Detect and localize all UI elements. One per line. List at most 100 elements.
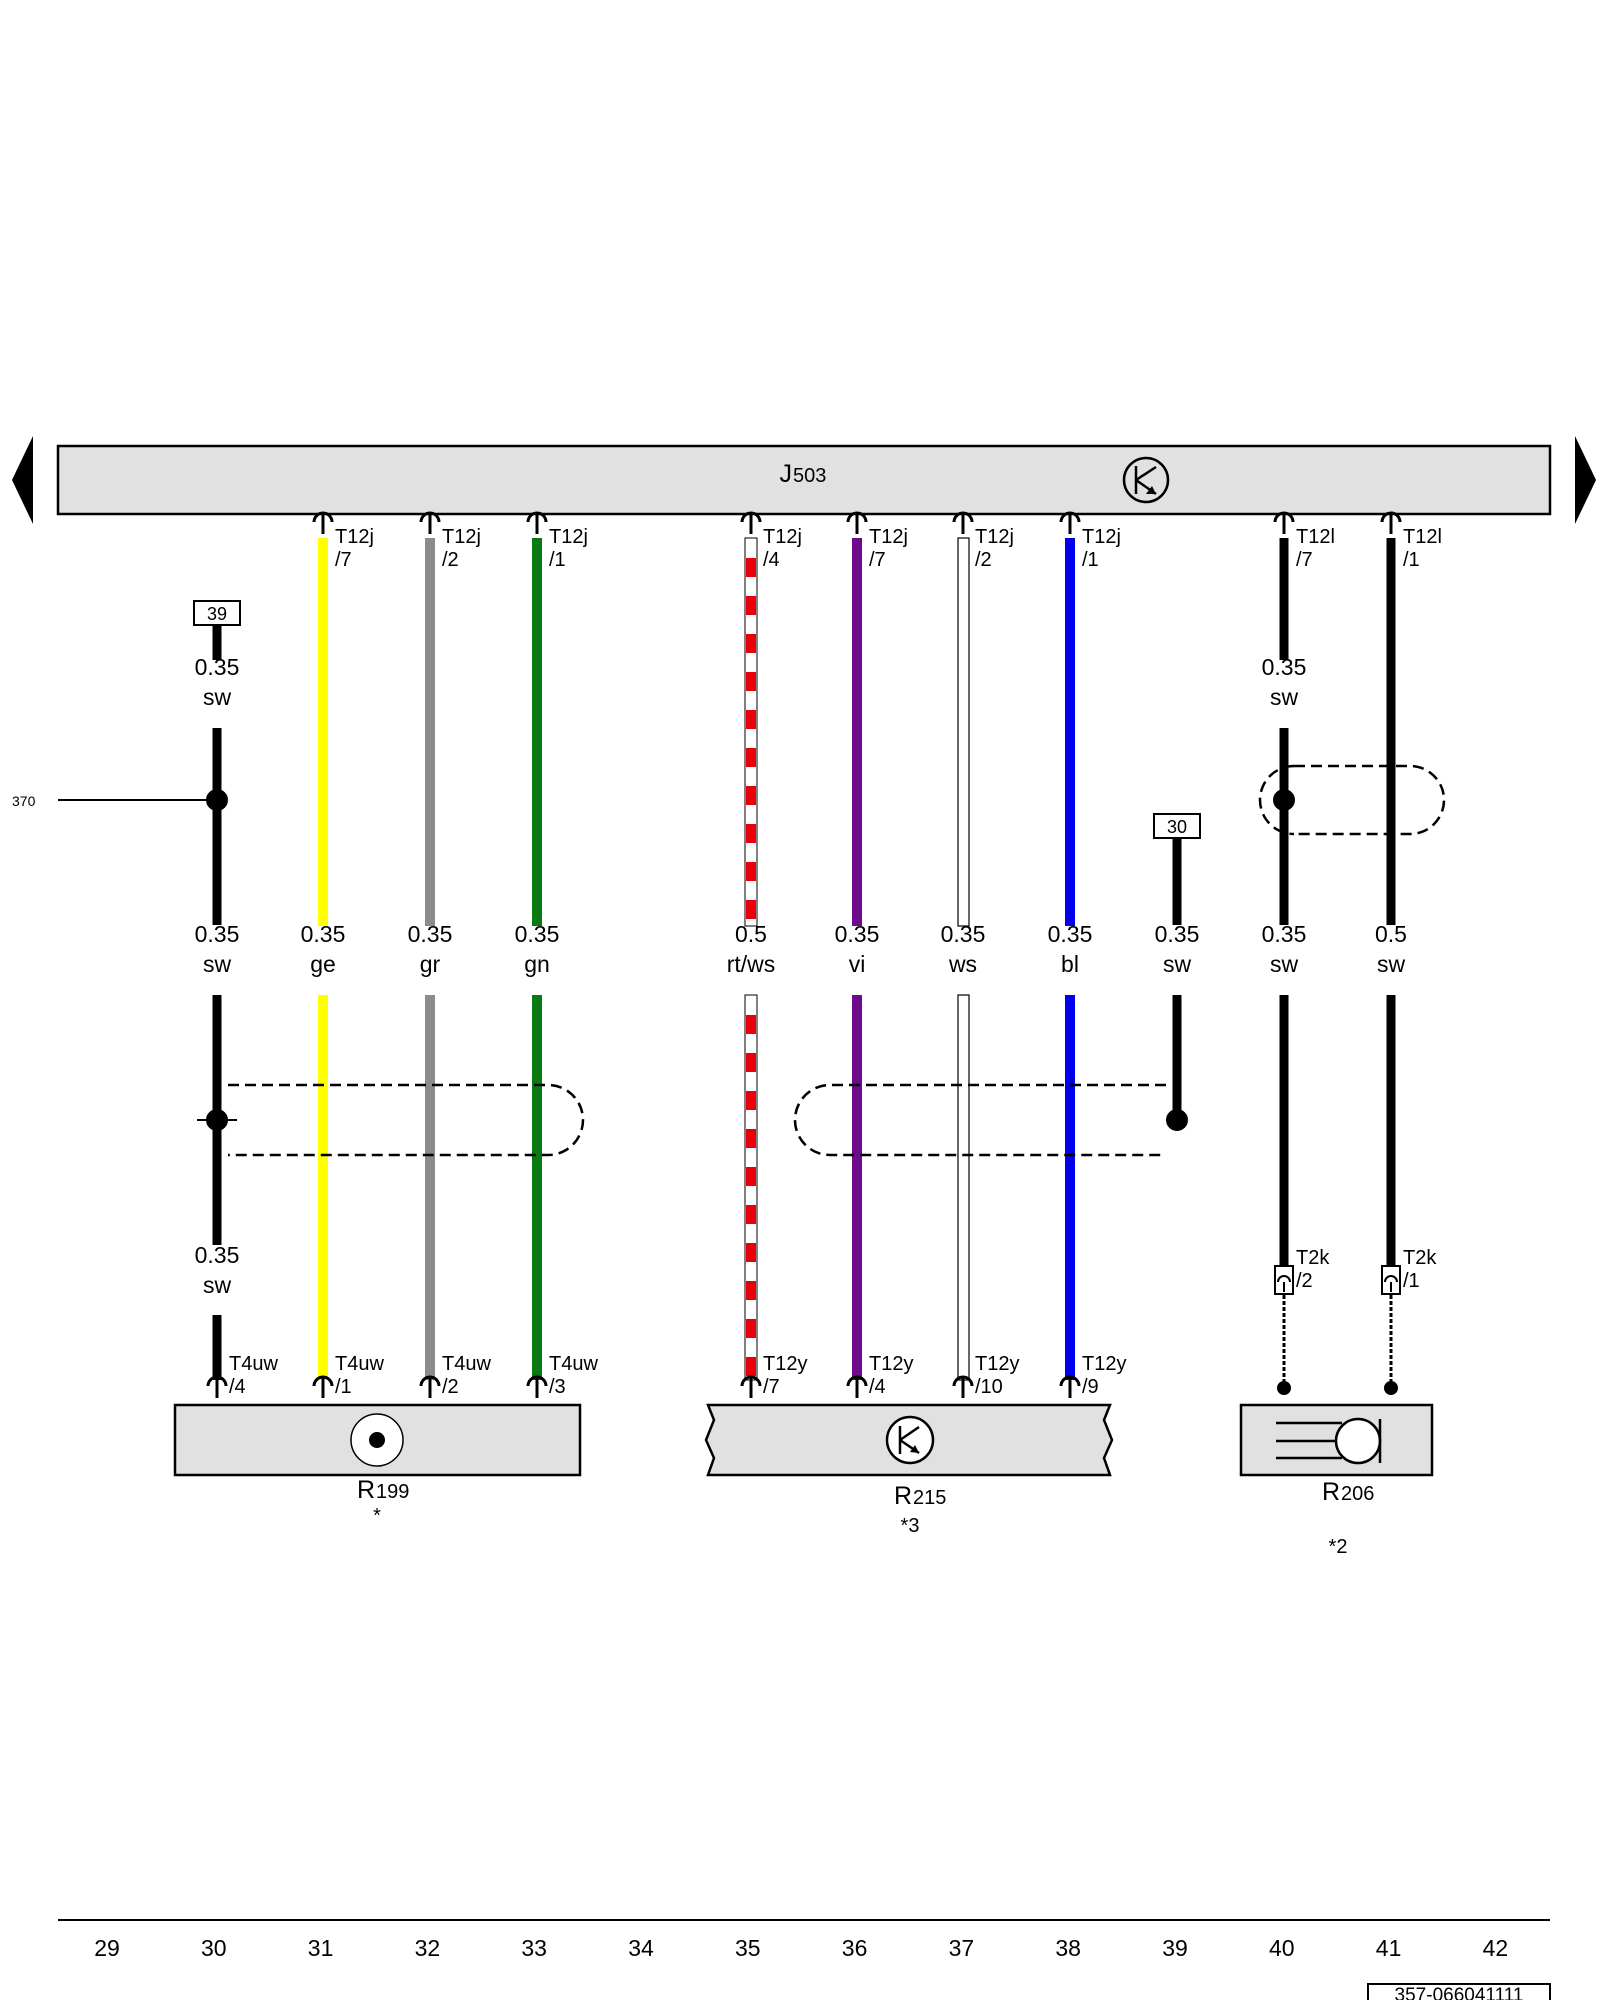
- wire-31[interactable]: [318, 538, 328, 1380]
- red-stripe: [746, 862, 756, 881]
- wire-color-label: sw: [1270, 684, 1299, 710]
- svg-text:357-066041111: 357-066041111: [1395, 1985, 1524, 2000]
- red-stripe: [746, 900, 756, 919]
- wire-size-label: 0.35: [835, 921, 880, 947]
- terminal-39: 39: [193, 600, 241, 626]
- connector-name: T12j: [975, 526, 1014, 548]
- t2k-plug-2: [1274, 1265, 1294, 1295]
- red-stripe: [746, 1091, 756, 1110]
- module-r215[interactable]: R 215 *3: [704, 1403, 1114, 1537]
- connector-name: T2k: [1296, 1247, 1330, 1269]
- top-connector-hooks: [312, 511, 1402, 534]
- wire-size-label: 0.35: [1262, 654, 1307, 680]
- connector-pin: /1: [549, 549, 566, 571]
- wire-color-label: sw: [1377, 951, 1406, 977]
- column-number: 29: [94, 1935, 120, 1961]
- column-number: 31: [308, 1935, 334, 1961]
- wire-size-label: 0.35: [1262, 921, 1307, 947]
- module-r199[interactable]: R 199 *: [173, 1403, 582, 1527]
- connector-pin: /2: [442, 1376, 459, 1398]
- connector-name: T12y: [1082, 1353, 1126, 1375]
- red-stripe: [746, 1015, 756, 1034]
- wire-color-label: rt/ws: [727, 951, 776, 977]
- module-r206[interactable]: R 206 *2: [1239, 1403, 1434, 1558]
- connector-name: T12j: [442, 526, 481, 548]
- wire-size-label: 0.35: [195, 921, 240, 947]
- wire-color-label: gn: [524, 951, 550, 977]
- bottom-connector-hooks: [206, 1375, 1081, 1398]
- wire-labels: 0.35sw0.35sw0.35sw0.35ge0.35gr0.35gn0.5r…: [195, 654, 1407, 1298]
- column-number: 36: [842, 1935, 868, 1961]
- wire-color-label: sw: [203, 684, 232, 710]
- wire-32[interactable]: [425, 538, 435, 1380]
- column-number: 32: [415, 1935, 441, 1961]
- connector-pin: /4: [229, 1376, 246, 1398]
- shield-loop-3: [1294, 764, 1446, 836]
- connector-pin: /2: [1296, 1270, 1313, 1292]
- red-stripe: [746, 558, 756, 577]
- svg-text:215: 215: [913, 1487, 946, 1509]
- red-stripe: [746, 672, 756, 691]
- svg-text:R: R: [357, 1476, 375, 1504]
- connector-name: T12y: [763, 1353, 807, 1375]
- connector-pin: /1: [1403, 1270, 1420, 1292]
- j503-name: J: [780, 460, 793, 488]
- wire-38[interactable]: [1065, 538, 1075, 1380]
- column-number: 34: [628, 1935, 654, 1961]
- connector-pin: /10: [975, 1376, 1003, 1398]
- wire-color-label: sw: [203, 951, 232, 977]
- connector-name: T12l: [1296, 526, 1335, 548]
- svg-text:*3: *3: [901, 1515, 920, 1537]
- column-number: 42: [1483, 1935, 1509, 1961]
- connector-name: T4uw: [335, 1353, 384, 1375]
- wire-color-label: sw: [203, 1272, 232, 1298]
- shield-loop-1: [228, 1083, 585, 1157]
- column-number: 40: [1269, 1935, 1295, 1961]
- red-stripe: [746, 748, 756, 767]
- connector-pin: /9: [1082, 1376, 1099, 1398]
- wire-color-label: bl: [1061, 951, 1079, 977]
- connector-pin: /4: [869, 1376, 886, 1398]
- connector-name: T12j: [1082, 526, 1121, 548]
- red-stripe: [746, 596, 756, 615]
- connector-labels: T4uw/4T12j/7T4uw/1T12j/2T4uw/2T12j/1T4uw…: [229, 526, 1442, 1398]
- j503-sub: 503: [793, 465, 826, 487]
- svg-text:199: 199: [376, 1481, 409, 1503]
- wire-size-label: 0.35: [195, 654, 240, 680]
- reference-370: 370: [12, 793, 217, 809]
- splice-dot: [206, 789, 228, 811]
- prev-page-arrow[interactable]: [12, 436, 33, 524]
- red-stripe: [746, 1357, 756, 1376]
- red-stripe: [746, 1167, 756, 1186]
- connector-pin: /2: [975, 549, 992, 571]
- red-stripe: [746, 1205, 756, 1224]
- svg-text:39: 39: [207, 604, 227, 624]
- wire-size-label: 0.35: [195, 1242, 240, 1268]
- red-stripe: [746, 1243, 756, 1262]
- connector-pin: /3: [549, 1376, 566, 1398]
- red-stripe: [746, 1319, 756, 1338]
- wire-size-label: 0.35: [941, 921, 986, 947]
- wire-size-label: 0.35: [408, 921, 453, 947]
- svg-text:*: *: [373, 1505, 381, 1527]
- wire-36[interactable]: [852, 538, 862, 1380]
- module-j503[interactable]: J 503: [56, 444, 1552, 516]
- connector-pin: /7: [1296, 549, 1313, 571]
- column-number: 37: [949, 1935, 975, 1961]
- wire-35[interactable]: [744, 537, 758, 1381]
- connector-name: T12y: [869, 1353, 913, 1375]
- next-page-arrow[interactable]: [1575, 436, 1596, 524]
- red-stripe: [746, 1053, 756, 1072]
- svg-text:R: R: [894, 1482, 912, 1510]
- connector-name: T12j: [549, 526, 588, 548]
- red-stripe: [746, 1129, 756, 1148]
- column-number: 35: [735, 1935, 761, 1961]
- connector-name: T4uw: [549, 1353, 598, 1375]
- connector-pin: /1: [1403, 549, 1420, 571]
- wire-33[interactable]: [532, 538, 542, 1380]
- column-number: 41: [1376, 1935, 1402, 1961]
- connector-pin: /1: [1082, 549, 1099, 571]
- svg-text:370: 370: [12, 793, 36, 809]
- terminal-30: 30: [1153, 813, 1201, 839]
